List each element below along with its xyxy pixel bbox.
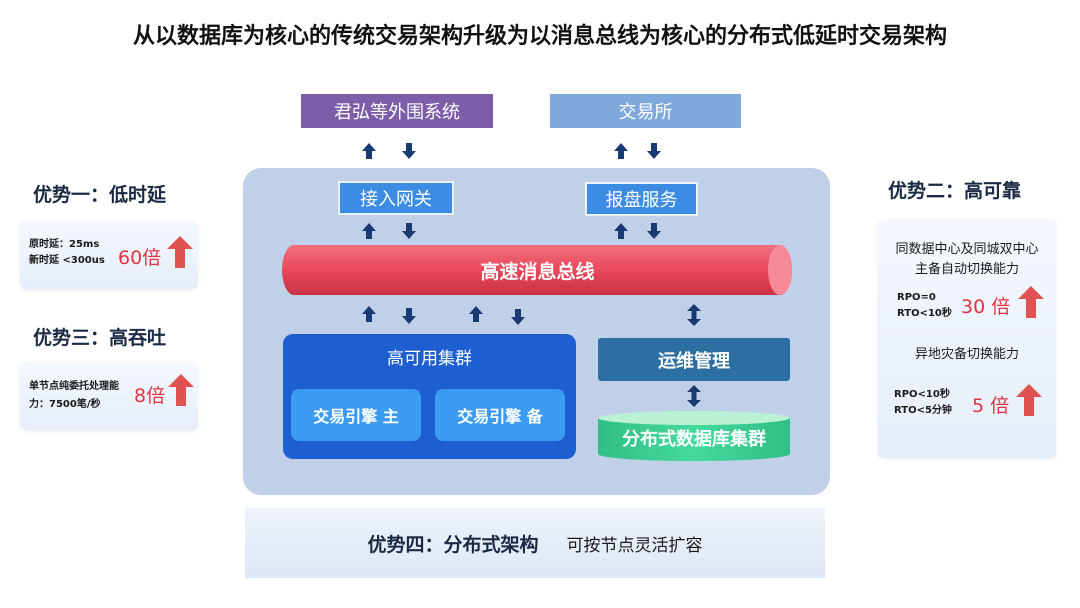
advantage-two-desc1a: 同数据中心及同城双中心 (895, 242, 1039, 257)
advantage-two-rpo2: RPO<10秒 (894, 389, 950, 400)
advantage-three-title: 优势三：高吞吐 (33, 327, 167, 349)
arrow-down-icon (402, 308, 416, 324)
advantage-two-mult1: 30 倍 (961, 296, 1011, 318)
ops-management-box: 运维管理 (598, 338, 790, 381)
arrow-up-icon (614, 143, 628, 159)
advantage-two-desc1b: 主备自动切换能力 (914, 262, 1019, 277)
advantage-two-mult2: 5 倍 (972, 395, 1010, 417)
access-gateway-box: 接入网关 (338, 181, 454, 215)
periphery-systems-box: 君弘等外围系统 (301, 94, 493, 128)
ha-cluster-title: 高可用集群 (387, 349, 472, 369)
red-up-arrow-icon (168, 374, 194, 406)
trading-engine-backup: 交易引擎 备 (435, 389, 565, 441)
distributed-db-label: 分布式数据库集群 (622, 429, 766, 450)
double-arrow-icon (687, 304, 701, 326)
arrow-down-icon (511, 309, 525, 325)
page-title: 从以数据库为核心的传统交易架构升级为以消息总线为核心的分布式低延时交易架构 (132, 24, 947, 49)
advantage-two-rpo1: RPO=0 (897, 292, 936, 303)
arrow-down-icon (647, 143, 661, 159)
arrow-down-icon (402, 143, 416, 159)
arrow-up-icon (362, 306, 376, 322)
message-bus-cylinder (282, 245, 792, 295)
arrow-up-icon (362, 143, 376, 159)
distributed-db-cylinder (598, 411, 790, 461)
advantage-three-card (20, 362, 198, 430)
advantage-three-line2: 力：7500笔/秒 (29, 399, 101, 410)
advantage-one-card (20, 221, 198, 289)
arrow-up-icon (362, 223, 376, 239)
arrow-down-icon (647, 223, 661, 239)
trading-engine-main: 交易引擎 主 (291, 389, 421, 441)
advantage-four-bar: 优势四：分布式架构 可按节点灵活扩容 (245, 508, 825, 578)
advantage-three-line1: 单节点纯委托处理能 (29, 381, 119, 392)
advantage-four-desc: 可按节点灵活扩容 (566, 535, 703, 556)
advantage-four-title: 优势四：分布式架构 (367, 533, 539, 556)
advantage-one-title: 优势一：低时延 (33, 184, 167, 206)
double-arrow-icon (687, 385, 701, 407)
advantage-two-card (878, 220, 1056, 458)
advantage-one-line2: 新时延 <300us (29, 255, 105, 266)
advantage-two-rto2: RTO<5分钟 (894, 405, 952, 416)
red-up-arrow-icon (1018, 286, 1044, 318)
advantage-two-desc2: 异地灾备切换能力 (914, 347, 1019, 362)
message-bus-label: 高速消息总线 (480, 261, 595, 283)
report-service-box: 报盘服务 (585, 182, 698, 216)
red-up-arrow-icon (167, 236, 193, 268)
red-up-arrow-icon (1016, 384, 1042, 416)
advantage-two-title: 优势二：高可靠 (888, 180, 1022, 202)
advantage-three-multiple: 8倍 (134, 385, 166, 407)
arrow-up-icon (469, 306, 483, 322)
advantage-one-multiple: 60倍 (118, 247, 162, 269)
arrow-up-icon (614, 223, 628, 239)
exchange-box: 交易所 (550, 94, 741, 128)
advantage-two-rto1: RTO<10秒 (897, 308, 952, 319)
advantage-one-line1: 原时延：25ms (29, 239, 100, 250)
arrow-down-icon (402, 223, 416, 239)
